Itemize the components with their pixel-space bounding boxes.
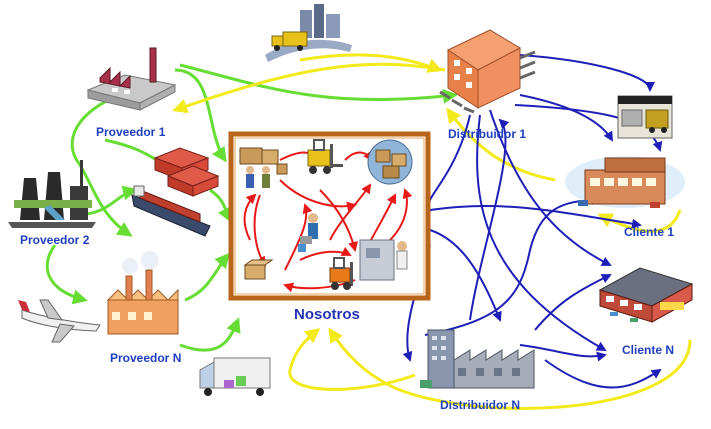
- supply-arrow: [209, 188, 232, 223]
- distribution-arrow: [519, 54, 655, 92]
- label-distribuidor-n: Distribuidor N: [440, 398, 520, 412]
- warehouse-3d-icon: [439, 29, 536, 114]
- city-truck-icon: [265, 4, 352, 62]
- forklift-icon: [307, 139, 343, 174]
- return-arrow: [328, 327, 692, 410]
- label-nosotros: Nosotros: [294, 306, 360, 323]
- supply-arrow: [70, 93, 133, 237]
- return-arrow: [288, 328, 416, 391]
- forklift-bottom-icon: [329, 257, 353, 290]
- distribution-arrow: [519, 344, 607, 362]
- distribution-arrow: [534, 274, 612, 331]
- cargo-ship-icon: [131, 185, 211, 237]
- return-arrow: [172, 62, 446, 114]
- supply-arrow: [179, 317, 241, 352]
- internal-arrow: [329, 183, 372, 241]
- distribution-arrow: [476, 114, 607, 351]
- distribution-arrow: [519, 94, 614, 142]
- goods-pile-icon: [367, 139, 413, 185]
- worker-icon: [298, 213, 318, 252]
- retail-warehouse-icon: [598, 267, 694, 323]
- return-arrow: [299, 53, 443, 73]
- return-arrow: [446, 107, 556, 182]
- distribution-arrow: [429, 229, 502, 322]
- internal-arrow: [389, 188, 413, 241]
- supply-arrow: [184, 252, 230, 302]
- distribution-arrow: [424, 195, 602, 336]
- airplane-icon: [18, 299, 101, 343]
- label-proveedor-n: Proveedor N: [110, 351, 181, 365]
- office-factory-icon: [420, 329, 535, 389]
- factory-icon: [86, 47, 177, 111]
- internal-arrow: [243, 193, 257, 241]
- nosotros-box: [228, 131, 431, 301]
- distribution-arrow: [469, 118, 510, 321]
- supply-arrow: [45, 244, 88, 305]
- workers-icon: [239, 147, 288, 188]
- delivery-truck-icon: [199, 357, 271, 396]
- label-cliente-1: Cliente 1: [624, 225, 674, 239]
- label-distribuidor-1: Distribuidor 1: [448, 127, 526, 141]
- machine-operator-icon: [359, 239, 408, 281]
- supply-arrow: [174, 68, 227, 163]
- label-proveedor-1: Proveedor 1: [96, 125, 166, 139]
- supply-arrow: [179, 63, 458, 104]
- containers-icon: [153, 147, 220, 197]
- internal-arrow: [279, 179, 357, 212]
- power-plant-icon: [8, 160, 96, 228]
- internal-arrow: [299, 246, 352, 261]
- label-proveedor-2: Proveedor 2: [20, 233, 90, 247]
- internal-arrow: [284, 203, 313, 271]
- distribution-arrow: [429, 204, 642, 229]
- supply-arrows: [45, 63, 458, 352]
- label-cliente-n: Cliente N: [622, 343, 674, 357]
- industrial-plant-icon: [106, 251, 179, 335]
- loading-dock-icon: [617, 95, 673, 139]
- box-icon: [243, 259, 274, 280]
- storefront-icon: [565, 156, 685, 208]
- distribution-arrow: [544, 359, 662, 389]
- distribution-arrow: [489, 109, 612, 266]
